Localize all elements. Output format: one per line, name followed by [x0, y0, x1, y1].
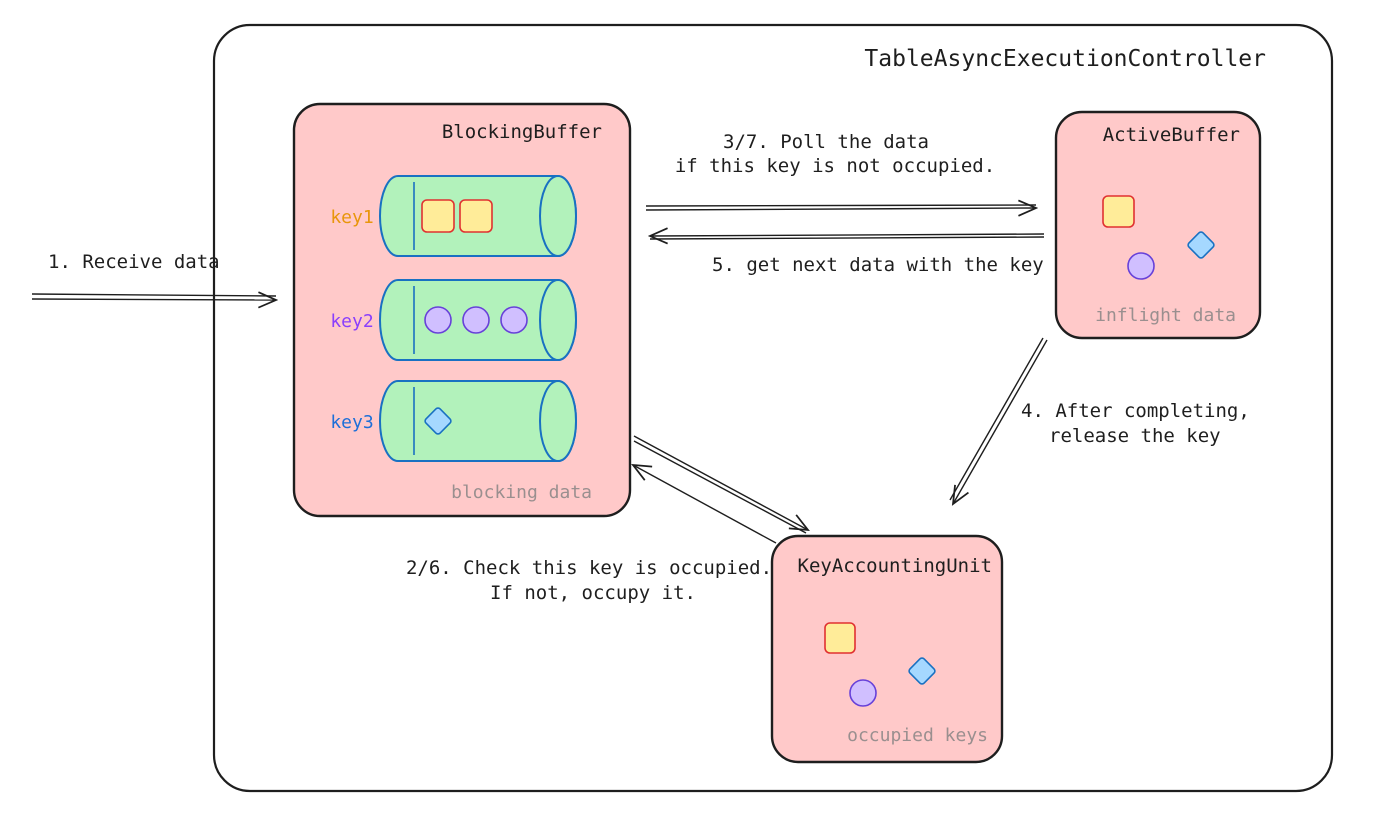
receive-arrow	[31, 291, 279, 309]
key-queue-2: key2	[330, 279, 577, 361]
blocking-buffer-footer: blocking data	[451, 482, 592, 503]
release-label-line1: 4. After completing,	[1021, 400, 1250, 422]
circle-item	[1127, 252, 1155, 280]
occupy-result-arrow	[631, 463, 777, 544]
square-item	[1102, 195, 1135, 228]
key-label: key3	[330, 412, 373, 433]
key-accounting-unit-footer: occupied keys	[847, 725, 988, 746]
circle-item	[500, 306, 528, 334]
queue-cap	[539, 380, 577, 462]
key-label: key1	[330, 207, 373, 228]
check-label-line2: If not, occupy it.	[490, 582, 696, 604]
key-label: key2	[330, 311, 373, 332]
active-buffer-box	[1054, 110, 1262, 340]
check-arrow	[633, 435, 810, 534]
next-data-arrow	[647, 227, 1045, 245]
square-item	[459, 199, 493, 233]
queue-cap	[539, 279, 577, 361]
poll-label-line1: 3/7. Poll the data	[723, 131, 929, 153]
controller-frame	[212, 23, 1334, 793]
square-item	[824, 622, 856, 654]
controller-title: TableAsyncExecutionController	[864, 46, 1266, 72]
key-accounting-unit: KeyAccountingUnit occupied keys	[770, 534, 1004, 764]
receive-label: 1. Receive data	[48, 251, 220, 273]
key-queue-3: key3	[330, 380, 577, 462]
key-queue-1: key1	[330, 175, 577, 257]
blocking-buffer-title: BlockingBuffer	[442, 121, 602, 143]
active-buffer: ActiveBuffer inflight data	[1054, 110, 1262, 340]
release-label-line2: release the key	[1049, 425, 1221, 447]
next-data-label: 5. get next data with the key	[712, 254, 1044, 276]
release-arrow	[949, 337, 1048, 506]
circle-item	[849, 679, 877, 707]
active-buffer-footer: inflight data	[1095, 305, 1236, 326]
key-accounting-unit-title: KeyAccountingUnit	[798, 555, 992, 577]
circle-item	[424, 306, 452, 334]
key-queues: key1 key2 key3	[330, 175, 577, 462]
poll-arrow	[645, 199, 1039, 217]
diamond-item	[1187, 231, 1215, 259]
diamond-item	[908, 657, 936, 685]
queue-cap	[539, 175, 577, 257]
key-accounting-unit-box	[770, 534, 1004, 764]
circle-item	[462, 306, 490, 334]
check-label-line1: 2/6. Check this key is occupied.	[406, 557, 772, 579]
diamond-item	[424, 407, 452, 435]
poll-label-line2: if this key is not occupied.	[675, 155, 995, 177]
blocking-buffer: BlockingBuffer blocking data key1key2key…	[292, 102, 632, 518]
active-buffer-title: ActiveBuffer	[1103, 124, 1240, 146]
square-item	[421, 199, 455, 233]
